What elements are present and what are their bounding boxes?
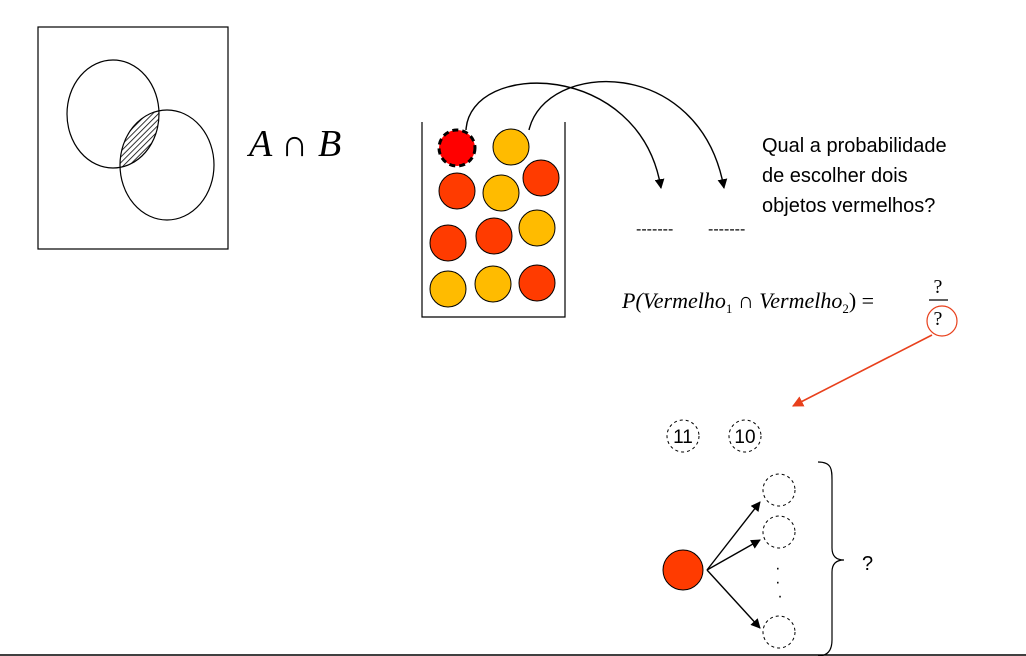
formula-sub-2: 2 bbox=[842, 301, 849, 316]
ball-yellow bbox=[518, 209, 556, 247]
jar bbox=[421, 122, 566, 318]
count-circle-first bbox=[666, 419, 700, 453]
question-line-2: de escolher dois bbox=[762, 165, 908, 187]
draw-arrow-second bbox=[528, 80, 728, 189]
brace-label: ? bbox=[862, 553, 873, 575]
brace bbox=[817, 461, 845, 656]
tree-leaf-empty bbox=[762, 515, 796, 549]
count-second: 10 bbox=[734, 427, 755, 448]
venn-diagram bbox=[37, 26, 229, 250]
tree-root-ball-red bbox=[662, 549, 704, 591]
formula-sub-1: 1 bbox=[726, 301, 733, 316]
tree-dot: · bbox=[775, 560, 780, 577]
denominator-highlight-circle bbox=[926, 305, 958, 337]
draw-arrow-first bbox=[465, 82, 665, 189]
venn-universe-box bbox=[37, 26, 229, 250]
ball-red-selected bbox=[437, 128, 477, 168]
ball-red bbox=[518, 264, 556, 302]
venn-expression: A ∩ B bbox=[246, 123, 341, 165]
question-text: Qual a probabilidade de escolher dois ob… bbox=[762, 135, 952, 217]
red-arrow bbox=[792, 334, 933, 407]
formula-numerator: ? bbox=[934, 276, 943, 298]
count-first: 11 bbox=[673, 427, 693, 448]
venn-intersection-hatched bbox=[120, 110, 159, 168]
tree-dot: · bbox=[775, 574, 780, 591]
question-line-1: Qual a probabilidade bbox=[762, 135, 947, 157]
ball-yellow bbox=[474, 265, 512, 303]
tree-diagram: · · · bbox=[662, 473, 796, 649]
tree-leaf-empty bbox=[762, 615, 796, 649]
ball-red bbox=[438, 172, 476, 210]
formula-suffix: ) = bbox=[849, 288, 874, 313]
venn-circle-b bbox=[119, 109, 215, 221]
jar-outline bbox=[421, 122, 566, 318]
tree-leaf-empty bbox=[762, 473, 796, 507]
ball-red bbox=[475, 217, 513, 255]
formula-prefix: P(Vermelho bbox=[621, 288, 726, 313]
ball-yellow bbox=[482, 174, 520, 212]
ball-red bbox=[522, 159, 560, 197]
tree-branch-arrow bbox=[706, 539, 761, 571]
tree-branch-arrow bbox=[706, 569, 761, 629]
question-line-3: objetos vermelhos? bbox=[762, 195, 935, 217]
ball-yellow bbox=[429, 270, 467, 308]
tree-branch-arrow bbox=[706, 501, 761, 571]
ball-yellow bbox=[492, 128, 530, 166]
formula-denominator: ? bbox=[934, 308, 943, 330]
ball-red bbox=[429, 224, 467, 262]
tree-dot: · bbox=[777, 588, 782, 605]
count-circle-second bbox=[728, 419, 762, 453]
venn-circle-a bbox=[66, 59, 160, 169]
probability-formula: P(Vermelho1 ∩ Vermelho2) = bbox=[621, 288, 874, 316]
slot-first: ------- bbox=[636, 221, 673, 238]
tree-ellipsis: · · · bbox=[775, 560, 785, 605]
slot-second: ------- bbox=[708, 221, 745, 238]
formula-middle: ∩ Vermelho bbox=[732, 288, 842, 313]
